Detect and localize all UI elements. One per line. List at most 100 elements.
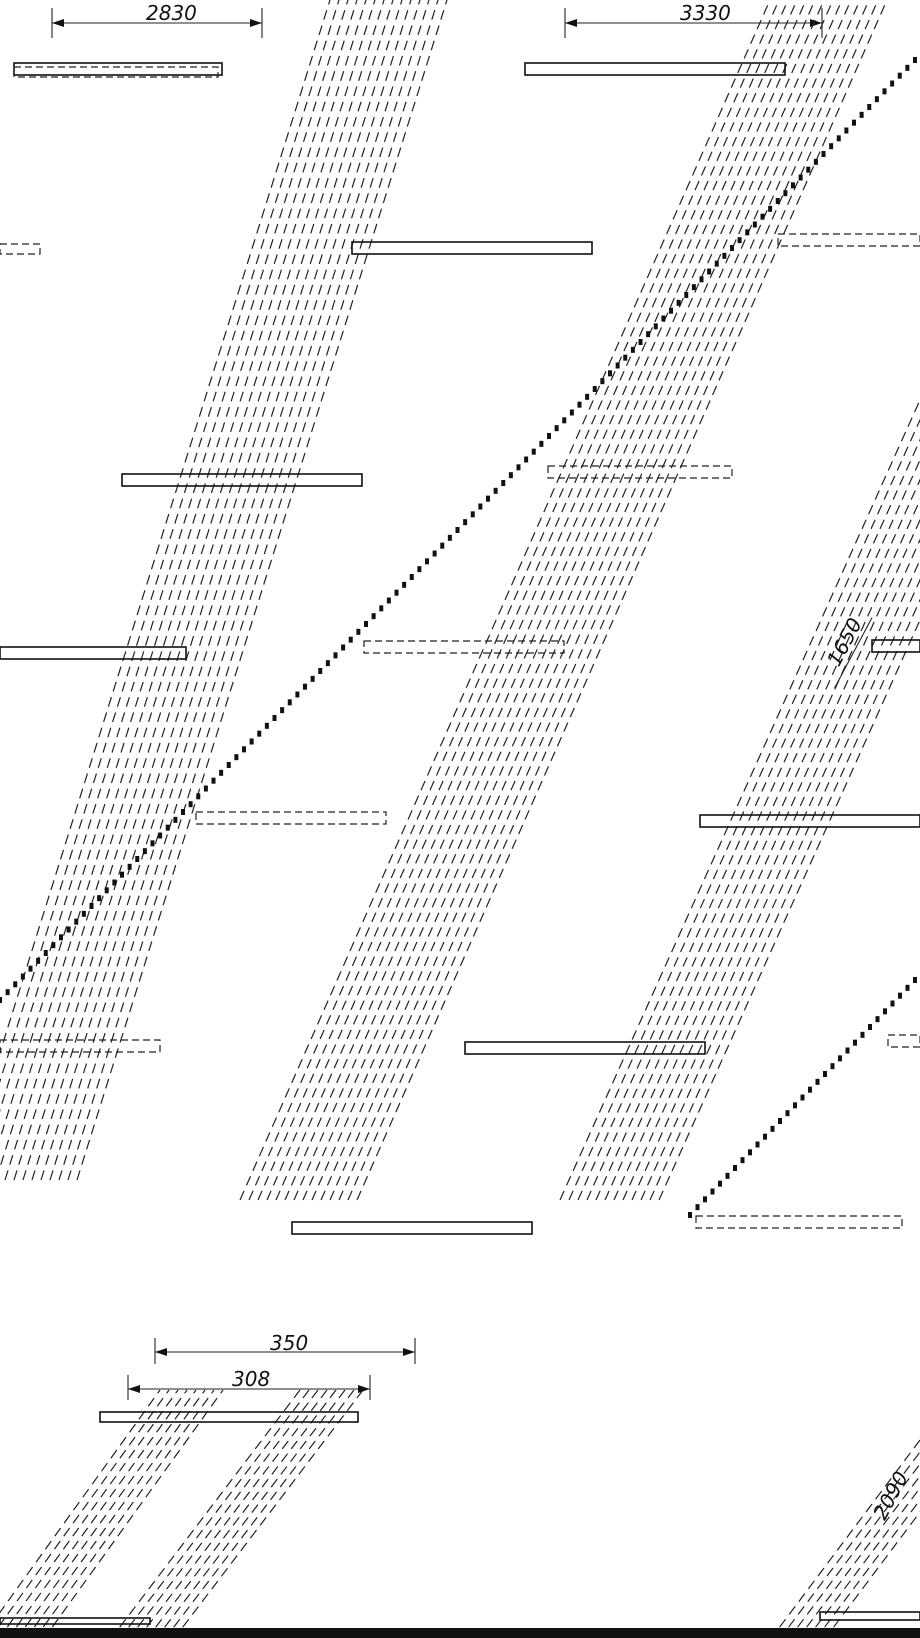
stringer-dot [74,918,79,925]
stringer-dot [874,96,879,103]
hatch-line [239,0,771,1201]
stringer-dot [844,127,849,134]
stringer-dot [501,480,506,486]
stringer-dot [28,965,33,972]
dimension-top-right: 3330 [564,1,823,38]
hatch-line [622,538,920,1201]
stringer-dot [867,104,872,110]
hatch-line [137,1389,328,1638]
stringer-dot [859,111,864,118]
stringer-dot [905,984,910,991]
stringer-dot [623,354,628,361]
stringer-dot [325,660,330,667]
hatch-line [284,0,816,1201]
hatch-line [640,578,920,1201]
stringer-dot [703,1196,707,1203]
tread [121,473,363,487]
stringer-dot [5,989,10,996]
stringer-dot [793,1102,797,1109]
stringer-dot [875,1016,880,1023]
stringer-dot [173,816,178,823]
stringer-dot [883,1008,887,1015]
stringer-dot [181,809,185,815]
tread [291,1221,533,1235]
stringer-dot [699,276,704,283]
stringer-dot [737,237,742,244]
stringer-dot [394,589,399,596]
tread [13,62,223,76]
stringer-dot [752,221,757,228]
stringer-dot [676,299,681,306]
hatch-line [13,0,385,1181]
hatch-line [649,598,920,1201]
tread [0,1617,151,1625]
stringer-dot [150,840,155,847]
hatch-line [128,1389,319,1638]
stringer-dot [577,401,582,408]
stringer-dot [81,910,86,917]
stringer-dot [486,495,490,502]
stringer-dot [539,440,544,447]
stringer-dot [249,738,254,745]
stringer-dot [733,1165,737,1171]
stringer-dot [890,1000,895,1007]
stringer-dot [89,903,94,909]
tread [871,639,920,653]
tread [351,241,593,255]
stringer-dot [379,605,384,612]
stringer-dot [188,801,193,808]
stringer-dot [714,260,719,267]
stringer-dot [722,252,727,259]
hatch-line [568,418,920,1201]
hatch-line [815,1499,920,1638]
stringer-dot [898,992,902,999]
stringer-dot [745,229,750,236]
stringer-dot [531,448,536,455]
stringer-dot [707,268,712,275]
hatch-line [770,1439,920,1638]
hatch-line [631,558,920,1201]
stringer-dot [913,57,917,63]
hatch-line [320,0,852,1201]
stringer-dot [341,644,346,651]
stringer-dot [196,793,201,800]
stringer-dot [348,636,353,643]
stringer-dot [165,824,170,831]
stringer-dot [783,190,788,197]
stringer-dot [43,950,48,956]
hatch-line [293,0,825,1201]
stringer-dot [868,1024,872,1030]
hatch-line [119,1389,310,1638]
stringer-dot [830,1063,835,1070]
stringer-dot [852,119,856,126]
stringer-dot [455,527,460,533]
stringer-dot [158,832,163,839]
hatch-line [4,0,376,1181]
hatch-line [311,0,843,1201]
hatch-line [110,1389,301,1638]
stringer-dot [845,1047,850,1054]
hatch-line [146,1389,337,1638]
hatch-line [0,0,331,1055]
stringer-dot [785,1110,790,1117]
tread [524,62,786,76]
stringer-dot [778,1118,782,1124]
hatch-line [155,1389,346,1638]
stringer-dot [730,245,734,251]
dimension-right-middle: 1650 [822,614,873,689]
stringer-dot [725,1172,730,1179]
stringer-dot [478,503,483,510]
hatch-line [16,1389,197,1638]
stringer-dot [688,1212,692,1218]
stringer-dot [813,158,818,165]
hatch-line [40,0,412,1181]
dimension-top-left: 2830 [51,1,263,38]
stringer-dot [104,887,109,894]
stringer-dot [791,182,795,189]
stringer-dot [51,942,56,949]
stringer-dot [608,370,612,377]
stringer-dot [493,487,498,494]
hatch-line [275,0,807,1201]
stringer-dot [653,323,658,330]
